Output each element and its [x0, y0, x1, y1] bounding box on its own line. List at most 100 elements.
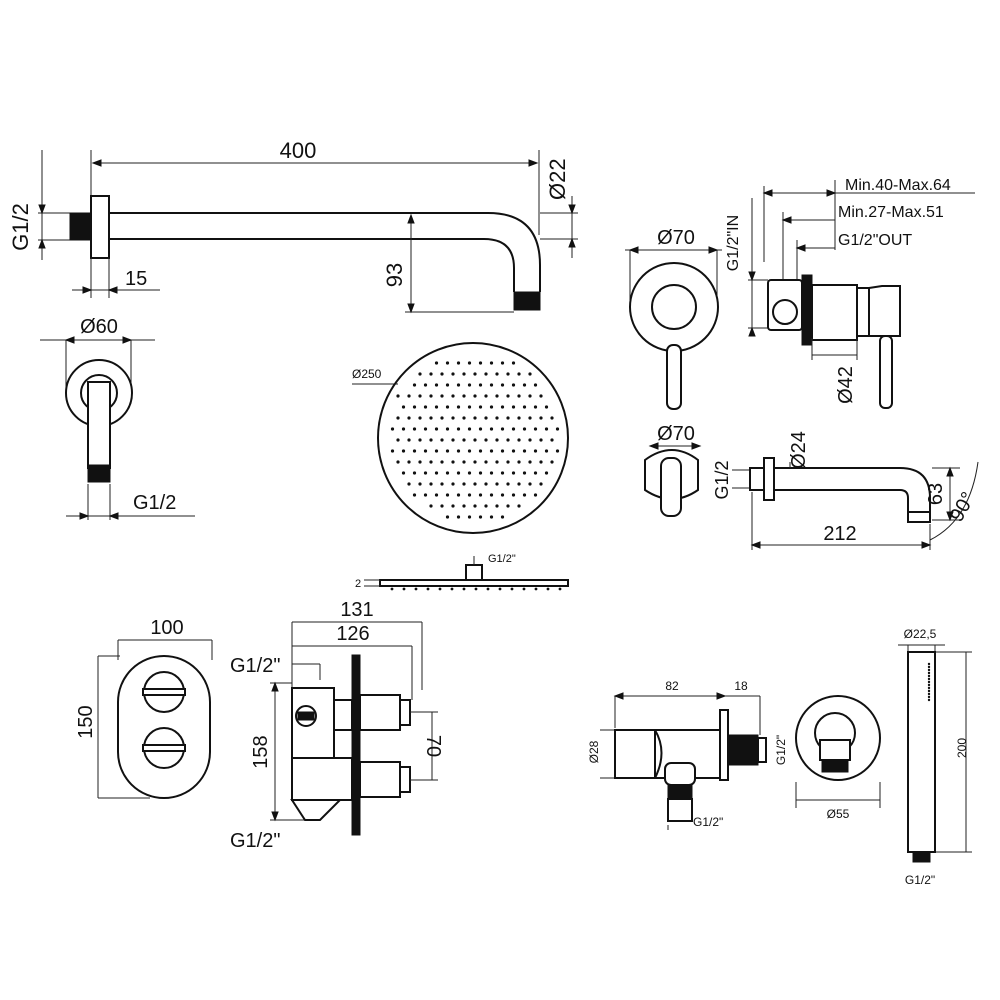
nozzle-dot — [401, 427, 406, 431]
spout-thread-label: G1/2 — [712, 460, 732, 499]
nozzle-dot — [533, 383, 538, 387]
nozzle-dot — [927, 686, 931, 690]
nozzle-dot — [489, 493, 494, 497]
nozzle-dot — [533, 493, 538, 497]
nozzle-dot — [517, 416, 521, 420]
nozzle-dot — [522, 427, 527, 431]
nozzle-dot — [445, 427, 450, 431]
nozzle-dot — [506, 372, 510, 376]
shower-head-side-nozzles — [390, 587, 562, 591]
nozzle-dot — [473, 504, 477, 508]
nozzle-dot — [927, 671, 931, 675]
nozzle-dot — [500, 449, 505, 453]
nozzle-dot — [438, 587, 442, 591]
nozzle-dot — [423, 427, 428, 431]
mixer-body-diameter-label: Ø42 — [835, 366, 857, 404]
nozzle-dot — [423, 383, 428, 387]
nozzle-dot — [544, 449, 549, 453]
nozzle-dot — [418, 416, 422, 420]
plate-width-label: 100 — [150, 617, 183, 639]
nozzle-dot — [445, 383, 450, 387]
nozzle-dot — [484, 394, 488, 398]
outlet-diameter-label: Ø28 — [587, 740, 601, 763]
nozzle-dot — [500, 493, 505, 497]
nozzle-dot — [546, 587, 550, 591]
nozzle-dot — [462, 438, 466, 442]
nozzle-dot — [528, 460, 532, 464]
nozzle-dot — [462, 416, 466, 420]
nozzle-dot — [445, 449, 450, 453]
arm-thread-connector — [69, 212, 91, 241]
nozzle-dot — [462, 504, 466, 508]
nozzle-dot — [927, 695, 931, 699]
nozzle-dot — [539, 416, 543, 420]
nozzle-dot — [426, 587, 430, 591]
nozzle-dot — [429, 438, 433, 442]
shower-head: Ø250 G1/2" 2 — [352, 342, 569, 591]
nozzle-dot — [401, 471, 406, 475]
nozzle-dot — [495, 482, 499, 486]
nozzle-dot — [522, 405, 527, 409]
nozzle-dot — [495, 460, 499, 464]
nozzle-dot — [927, 677, 931, 681]
nozzle-dot — [390, 427, 395, 431]
nozzle-dot — [500, 361, 505, 365]
nozzle-dot — [495, 504, 499, 508]
hand-shower-length-label: 200 — [955, 738, 969, 758]
nozzle-dot — [489, 361, 494, 365]
nozzle-dot — [412, 405, 417, 409]
nozzle-dot — [451, 504, 455, 508]
nozzle-dot — [396, 394, 400, 398]
nozzle-dot — [434, 471, 439, 475]
nozzle-dot — [927, 674, 931, 678]
arm-outlet-thread — [513, 291, 541, 311]
nozzle-dot — [555, 449, 560, 453]
spout-pipe-diameter-label: Ø24 — [788, 431, 810, 469]
nozzle-dot — [489, 427, 494, 431]
nozzle-dot — [407, 482, 411, 486]
nozzle-dot — [539, 482, 543, 486]
nozzle-dot — [445, 471, 450, 475]
nozzle-dot — [456, 449, 461, 453]
nozzle-dot — [390, 587, 394, 591]
nozzle-dot — [511, 405, 516, 409]
nozzle-dot — [407, 460, 411, 464]
nozzle-dot — [927, 665, 931, 669]
nozzle-dot — [495, 372, 499, 376]
nozzle-dot — [451, 372, 455, 376]
nozzle-dot — [528, 372, 532, 376]
nozzle-dot — [550, 460, 554, 464]
nozzle-dot — [484, 482, 488, 486]
nozzle-dot — [506, 438, 510, 442]
nozzle-dot — [440, 416, 444, 420]
nozzle-dot — [467, 383, 472, 387]
hand-shower-thread-label: G1/2" — [905, 873, 935, 887]
nozzle-dot — [478, 449, 483, 453]
nozzle-dot — [478, 515, 483, 519]
nozzle-dot — [478, 493, 483, 497]
nozzle-dot — [456, 515, 461, 519]
spout-rosette-label: Ø70 — [657, 423, 695, 445]
nozzle-dot — [533, 471, 538, 475]
hand-shower-body — [907, 651, 936, 853]
nozzle-dot — [467, 405, 472, 409]
nozzle-dot — [414, 587, 418, 591]
nozzle-dot — [484, 504, 488, 508]
nozzle-dot — [522, 383, 527, 387]
nozzle-dot — [440, 394, 444, 398]
nozzle-dot — [412, 493, 417, 497]
body-spacing-label: 70 — [422, 735, 444, 757]
nozzle-dot — [522, 449, 527, 453]
nozzle-dot — [451, 438, 455, 442]
nozzle-dot — [478, 383, 483, 387]
nozzle-dot — [539, 460, 543, 464]
nozzle-dot — [489, 515, 494, 519]
nozzle-dot — [401, 405, 406, 409]
nozzle-dot — [478, 471, 483, 475]
nozzle-dot — [412, 449, 417, 453]
nozzle-dot — [456, 383, 461, 387]
nozzle-dot — [467, 427, 472, 431]
nozzle-dot — [440, 372, 444, 376]
nozzle-dot — [456, 405, 461, 409]
arm-thread-label: G1/2 — [8, 203, 33, 251]
